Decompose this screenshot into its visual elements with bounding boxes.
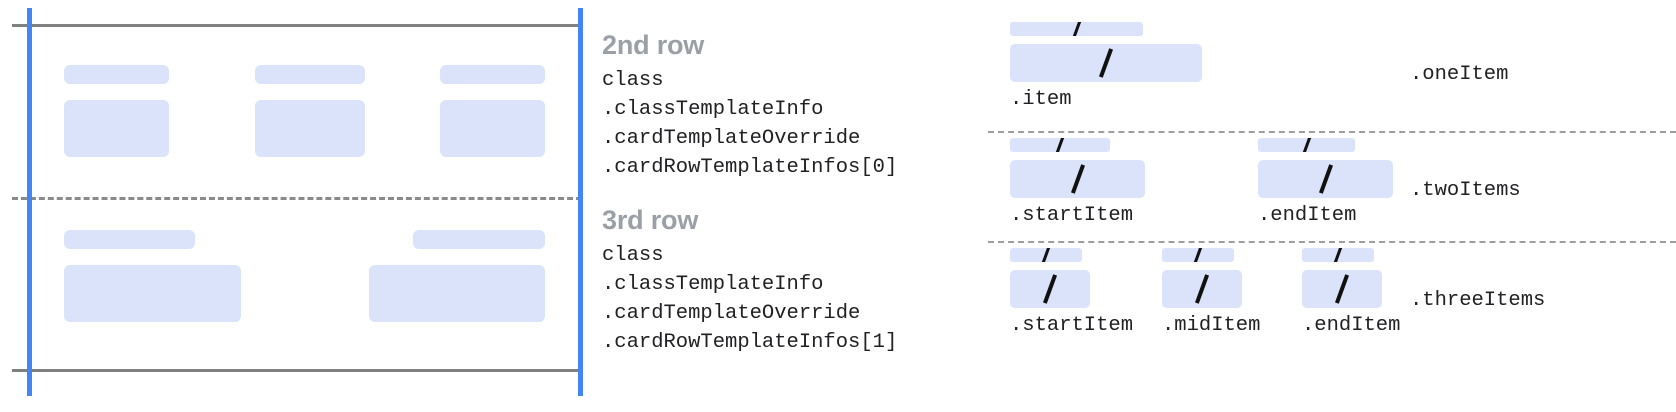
variant-two-items-label: .twoItems	[1410, 179, 1521, 202]
variant-separator-one	[988, 131, 1676, 133]
card-trailing-edge-marker	[578, 8, 583, 396]
annotation-column: 2nd row class .classTemplateInfo .cardTe…	[602, 0, 982, 412]
annotation-third-row-line-3: .cardTemplateOverride	[602, 302, 861, 325]
row3-cell2-content-box	[369, 265, 545, 322]
card-leading-edge-marker	[27, 8, 32, 396]
one-item-name-label: .item	[1010, 88, 1072, 111]
row2-cell1-label-bar	[64, 65, 169, 84]
two-items-end-label-bar	[1258, 138, 1355, 152]
annotation-third-row-line-4: .cardRowTemplateInfos[1]	[602, 331, 898, 354]
variant-separator-two	[988, 241, 1676, 243]
one-item-group: .item	[1010, 22, 1202, 113]
row3-cell2-label-bar	[413, 230, 545, 249]
slash-icon	[1070, 164, 1085, 194]
three-items-end-label-bar	[1302, 248, 1374, 262]
two-items-end-content-box	[1258, 160, 1393, 198]
one-item-content-box	[1010, 44, 1202, 82]
two-items-end-group: .endItem	[1258, 138, 1393, 229]
three-items-mid-label-bar	[1162, 248, 1234, 262]
slash-icon	[1042, 274, 1058, 304]
annotation-third-row-title: 3rd row	[602, 205, 699, 235]
three-items-start-label-bar	[1010, 248, 1082, 262]
variant-two-items: .startItem .endItem .twoItems	[986, 138, 1676, 246]
three-items-mid-name-label: .midItem	[1162, 314, 1261, 337]
variant-one-item: .item .oneItem	[986, 22, 1676, 130]
row2-cell2-content-box	[255, 100, 365, 157]
slash-icon	[1193, 248, 1203, 262]
annotation-second-row-line-3: .cardTemplateOverride	[602, 127, 861, 150]
annotation-second-row-line-2: .classTemplateInfo	[602, 98, 824, 121]
two-items-start-content-box	[1010, 160, 1145, 198]
slash-icon	[1318, 164, 1333, 194]
three-items-mid-content-box	[1162, 270, 1242, 308]
item-variants-column: .item .oneItem .startItem	[986, 0, 1676, 412]
row3-cell1-label-bar	[64, 230, 195, 249]
three-items-end-content-box	[1302, 270, 1382, 308]
annotation-second-row-title: 2nd row	[602, 30, 705, 60]
row2-cell3-label-bar	[440, 65, 545, 84]
row3-cell1-content-box	[64, 265, 241, 322]
annotation-second-row-line-4: .cardRowTemplateInfos[0]	[602, 156, 898, 179]
one-item-label-bar	[1010, 22, 1143, 36]
three-items-start-content-box	[1010, 270, 1090, 308]
slash-icon	[1098, 48, 1114, 78]
row-divider-dashed-line	[12, 197, 582, 200]
three-items-mid-group: .midItem	[1162, 248, 1261, 339]
slash-icon	[1072, 22, 1081, 36]
row2-cell3-content-box	[440, 100, 545, 157]
two-items-end-name-label: .endItem	[1258, 204, 1357, 227]
annotation-third-row-line-1: class	[602, 244, 664, 267]
card-bottom-boundary-line	[12, 369, 582, 372]
annotation-second-row-line-1: class	[602, 69, 664, 92]
variant-one-item-label: .oneItem	[1410, 63, 1509, 86]
slash-icon	[1194, 274, 1210, 304]
slash-icon	[1055, 138, 1065, 152]
card-layout-mock	[0, 0, 594, 412]
slash-icon	[1333, 248, 1343, 262]
row2-cell2-label-bar	[255, 65, 365, 84]
two-items-start-name-label: .startItem	[1010, 204, 1134, 227]
card-top-boundary-line	[12, 24, 582, 27]
slash-icon	[1334, 274, 1350, 304]
three-items-start-name-label: .startItem	[1010, 314, 1134, 337]
three-items-end-name-label: .endItem	[1302, 314, 1401, 337]
slash-icon	[1302, 138, 1311, 152]
slash-icon	[1041, 248, 1051, 262]
row2-cell1-content-box	[64, 100, 169, 157]
annotation-second-row: 2nd row class .classTemplateInfo .cardTe…	[602, 28, 897, 182]
variant-three-items-label: .threeItems	[1410, 289, 1546, 312]
three-items-start-group: .startItem	[1010, 248, 1134, 339]
three-items-end-group: .endItem	[1302, 248, 1401, 339]
two-items-start-label-bar	[1010, 138, 1110, 152]
variant-three-items: .startItem .midItem .endItem	[986, 248, 1676, 360]
two-items-start-group: .startItem	[1010, 138, 1145, 229]
annotation-third-row-line-2: .classTemplateInfo	[602, 273, 824, 296]
annotation-third-row: 3rd row class .classTemplateInfo .cardTe…	[602, 203, 897, 357]
